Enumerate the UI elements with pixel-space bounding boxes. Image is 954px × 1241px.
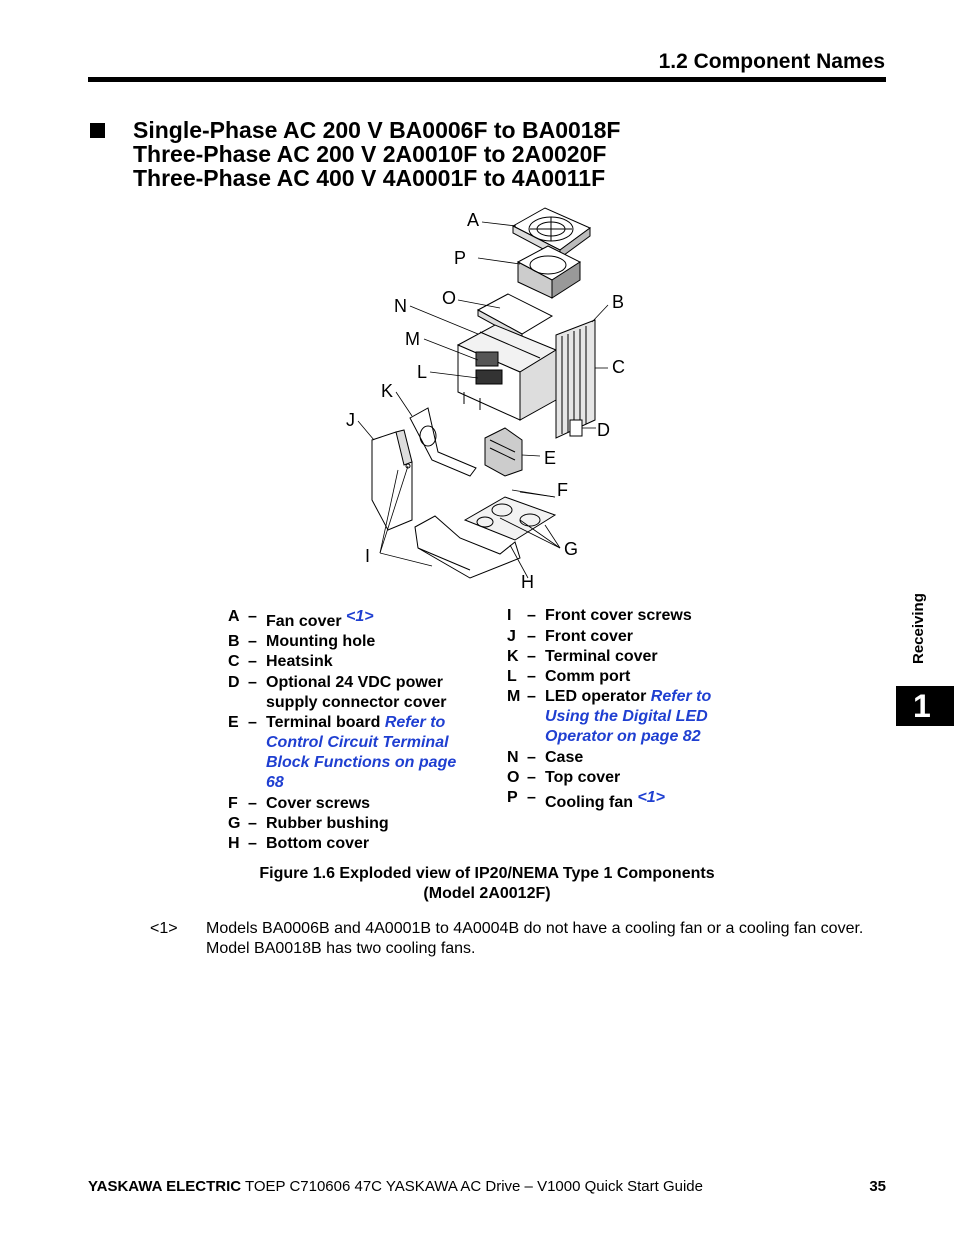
callout-g: G [564,539,578,559]
legend-item-l: L–Comm port [507,668,631,685]
footnote-line-2: Model BA0018B has two cooling fans. [206,940,476,957]
legend-item-n: N–Case [507,749,584,766]
fan-cover-part [511,207,591,259]
callout-e: E [544,448,556,468]
callout-b: B [612,292,624,312]
figure-caption: Figure 1.6 Exploded view of IP20/NEMA Ty… [259,865,715,882]
footnote-marker: <1> [150,920,178,937]
callout-f: F [557,480,568,500]
legend-item-c: C–Heatsink [228,653,333,670]
legend-item-p: P–Cooling fan <1> [507,789,666,811]
page-footer: YASKAWA ELECTRIC TOEP C710606 47C YASKAW… [88,1178,703,1195]
legend-item-j: J–Front cover [507,628,634,645]
callout-o: O [442,288,456,308]
ref-link-page-68[interactable]: 68 [266,774,284,791]
callout-l: L [417,362,427,382]
footnote-line-1: Models BA0006B and 4A0001B to 4A0004B do… [206,920,864,937]
callout-n: N [394,296,407,316]
legend-item-e: E–Terminal board Refer to Control Circui… [228,714,457,791]
callout-a: A [467,210,479,230]
page-number: 35 [869,1178,886,1195]
callout-p: P [454,248,466,268]
header-rule [88,77,886,82]
terminal-cover-part [409,407,477,477]
callout-m: M [405,329,420,349]
ref-link-led-operator-2[interactable]: Using the Digital LED [545,708,708,725]
ref-link-control-terminal[interactable]: Refer to [384,714,446,731]
legend-item-f: F–Cover screws [228,795,371,812]
legend-item-b: B–Mounting hole [228,633,376,650]
figure-caption-model: (Model 2A0012F) [423,885,551,902]
section-heading-line-1: Single-Phase AC 200 V BA0006F to BA0018F [133,117,621,143]
note-ref-link-2[interactable]: <1> [637,789,666,806]
ref-link-control-terminal-2[interactable]: Control Circuit Terminal [266,734,449,751]
chapter-side-tab: Receiving [910,574,934,664]
heatsink-part [555,319,596,439]
legend-item-h: H–Bottom cover [228,835,370,852]
legend-item-o: O–Top cover [507,769,621,786]
section-heading-line-3: Three-Phase AC 400 V 4A0001F to 4A0011F [133,165,606,191]
exploded-view-diagram: A P N O B M C L K J D E F G I H [346,207,625,592]
callout-leaders [357,221,609,579]
callout-c: C [612,357,625,377]
bullet-square-icon [90,123,105,138]
callout-d: D [597,420,610,440]
section-header: 1.2 Component Names [658,50,885,73]
legend-item-m: M–LED operator Refer to Using the Digita… [507,688,712,745]
ref-link-page-82[interactable]: Operator on page 82 [545,728,701,745]
note-ref-link[interactable]: <1> [346,608,374,625]
callout-k: K [381,381,393,401]
footer-doc-title: TOEP C710606 47C YASKAWA AC Drive – V100… [241,1178,703,1195]
legend-item-g: G–Rubber bushing [228,815,389,832]
legend-item-d: D–Optional 24 VDC power supply connector… [228,674,447,711]
legend-item-a: A–Fan cover <1> [228,608,374,630]
cooling-fan-part [516,245,582,299]
ref-link-control-terminal-3[interactable]: Block Functions on page [266,754,457,771]
legend-item-i: I–Front cover screws [507,607,692,624]
side-tab-label: Receiving [910,593,927,664]
legend-item-k: K–Terminal cover [507,648,658,665]
chapter-number-badge: 1 [896,686,954,726]
section-heading-line-2: Three-Phase AC 200 V 2A0010F to 2A0020F [133,141,607,167]
bottom-cover-part [414,496,557,579]
callout-h: H [521,572,534,592]
front-cover-part [371,429,413,531]
footer-brand: YASKAWA ELECTRIC [88,1178,242,1195]
callout-j: J [346,410,355,430]
terminal-board-part [484,427,523,477]
case-part [456,324,558,421]
ref-link-led-operator[interactable]: Refer to [650,688,712,705]
callout-i: I [365,546,370,566]
